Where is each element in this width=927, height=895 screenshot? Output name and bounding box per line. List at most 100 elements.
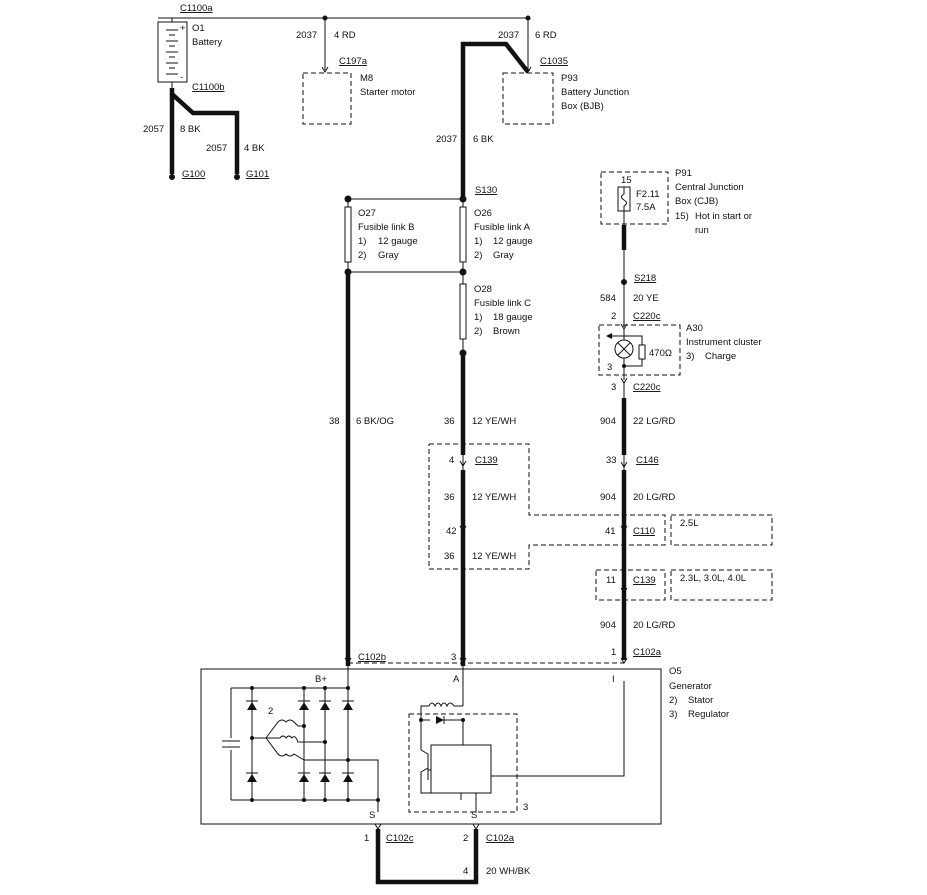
c139a-connector: C139	[475, 455, 498, 466]
starter-wire: 4 RD	[334, 30, 356, 41]
fusible-link-c: O28 Fusible link C 1) 18 gauge 2) Brown	[459, 272, 533, 357]
connector-arrow	[620, 657, 628, 664]
battery-minus: -	[180, 72, 183, 83]
field-coil	[428, 702, 455, 708]
cluster-in-connector: C220c	[633, 311, 661, 322]
link-a-spec1: 12 gauge	[493, 236, 533, 247]
bjb-name2: Box (BJB)	[561, 101, 604, 112]
central-junction-box: 15 F2.11 7.5A P91 Central Junction Box (…	[600, 168, 752, 236]
wire-lgrd: 904 22 LG/RD 33 C146 904 20 LG/RD 41 C11…	[595, 383, 773, 660]
bottom-pin2: 2	[463, 833, 468, 844]
cjb-note2: run	[695, 225, 709, 236]
cluster-id: A30	[686, 323, 703, 334]
ground-g101: G101	[246, 169, 269, 180]
main-feed-wire-label: 6 BK	[473, 134, 494, 145]
link-a-id: O26	[474, 208, 492, 219]
battery-junction-box: 2037 6 RD C1035 P93 Battery Junction Box…	[498, 15, 629, 125]
instrument-cluster: 470Ω 3 A30 Instrument cluster 3) Charge …	[598, 323, 762, 393]
generator-item3-num: 3)	[669, 709, 677, 720]
diode-icon	[436, 716, 444, 724]
term-i: I	[612, 674, 615, 685]
yewh-wire-3-label: 12 YE/WH	[472, 551, 516, 562]
generator-name: Generator	[669, 681, 712, 692]
fusible-link-c-body	[459, 283, 467, 340]
wire-yewh: 36 12 YE/WH 4 C139 36 12 YE/WH 42 36 12 …	[444, 356, 516, 666]
lgrd-wire-2-label: 20 LG/RD	[633, 492, 675, 503]
variant-outline	[428, 443, 666, 570]
diode-icon	[343, 774, 353, 782]
ground-circuit-1: 2057	[143, 124, 164, 135]
splice-s218: S218	[634, 273, 656, 284]
cluster-in-pin: 2	[611, 311, 616, 322]
generator-item2-num: 2)	[669, 695, 677, 706]
connector-arrow	[620, 461, 628, 468]
battery-name: Battery	[192, 37, 222, 48]
junction-dot	[323, 740, 327, 744]
c139b-pin: 11	[606, 575, 616, 586]
diode-icon	[320, 774, 330, 782]
transistor-lead	[420, 720, 429, 768]
cluster-out-pin: 3	[611, 382, 616, 393]
c102b-connector: C102b	[358, 652, 386, 663]
cluster-junction	[622, 364, 626, 368]
battery-neg-connector: C1100b	[192, 82, 225, 93]
term-s-right: S	[471, 810, 477, 821]
bjb-wire: 6 RD	[535, 30, 557, 41]
fuse-element	[621, 187, 627, 211]
stator-number: 2	[268, 706, 273, 717]
c139b-connector: C139	[633, 575, 656, 586]
cjb-fuse: F2.11	[636, 189, 660, 200]
arrow-icon	[606, 333, 612, 339]
link-c-name: Fusible link C	[474, 298, 531, 309]
bkog-wire: 6 BK/OG	[356, 416, 394, 427]
junction-dot	[323, 798, 327, 802]
cjb-note-num: 15)	[675, 211, 689, 222]
ground-terminal-g101	[234, 174, 240, 180]
junction-dot	[302, 724, 306, 728]
cjb-box	[600, 171, 669, 225]
link-a-name: Fusible link A	[474, 222, 531, 233]
ground-circuit-2: 2057	[206, 143, 227, 154]
link-a-spec1-num: 1)	[474, 236, 482, 247]
link-a-spec2-num: 2)	[474, 250, 482, 261]
junction-dot	[250, 798, 254, 802]
c102a-top-connector: C102a	[633, 647, 662, 658]
generator-id: O5	[669, 666, 682, 677]
ground-wire-g101	[169, 88, 240, 174]
bkog-circuit: 38	[329, 416, 340, 427]
c110-pin: 41	[605, 526, 616, 537]
ground-wire-1: 8 BK	[180, 124, 201, 135]
regulator-number: 3	[523, 802, 528, 813]
diode-icon	[320, 702, 330, 710]
fusible-link-b-body	[344, 206, 352, 263]
main-feed: 2037 6 BK S130	[344, 41, 530, 203]
cluster-item-num: 3)	[686, 351, 694, 362]
junction-dot	[250, 736, 254, 740]
starter-circuit: 2037	[296, 30, 317, 41]
yewh-circuit-2: 36	[444, 492, 455, 503]
cluster-feed: S218 584 20 YE 2 C220c	[600, 211, 661, 330]
generator-box	[200, 668, 662, 825]
cjb-rating: 7.5A	[636, 202, 656, 213]
cluster-resistor: 470Ω	[649, 348, 672, 359]
main-feed-circuit: 2037	[436, 134, 457, 145]
ground-terminal-g100	[169, 174, 175, 180]
lgrd-circuit-3: 904	[600, 620, 616, 631]
starter-motor: 2037 4 RD C197a M8 Starter motor	[296, 15, 415, 125]
cjb-id: P91	[675, 168, 692, 179]
starter-box	[302, 72, 352, 125]
connector-arrow	[472, 823, 480, 830]
c146-pin: 33	[606, 455, 617, 466]
ground-wire-2: 4 BK	[244, 143, 265, 154]
battery: + - C1100a O1 Battery C1100b	[157, 3, 528, 93]
c139a-pin: 4	[449, 455, 454, 466]
regulator-outline	[408, 713, 518, 813]
yewh-wire-1-label: 12 YE/WH	[472, 416, 516, 427]
splice-s130: S130	[475, 185, 497, 196]
junction-dot	[376, 798, 380, 802]
lgrd-circuit-2: 904	[600, 492, 616, 503]
generator: B+ A I O5 Generator 2) Stator 3) Regulat…	[200, 666, 729, 825]
term-a: A	[453, 674, 460, 685]
transistor-lead	[420, 767, 461, 794]
